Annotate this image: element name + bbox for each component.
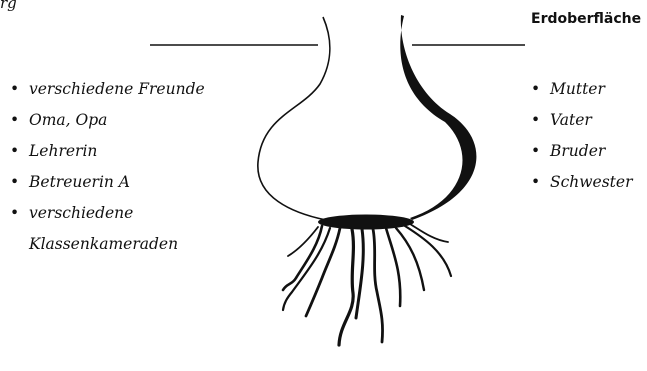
list-item-label: Bruder (550, 142, 605, 160)
list-item-label: Lehrerin (29, 142, 97, 160)
list-item: Bruder (531, 136, 633, 167)
list-item: Mutter (531, 74, 633, 105)
list-item: Vater (531, 105, 633, 136)
bulb-basal-plate (318, 215, 414, 230)
roots-icon (283, 224, 451, 345)
bulb-left-outline (258, 17, 330, 220)
list-item: verschiedene Klassenkameraden (10, 198, 205, 260)
left-people-list: verschiedene Freunde Oma, Opa Lehrerin B… (10, 74, 205, 260)
list-item: Schwester (531, 167, 633, 198)
ground-surface-label: Erdoberfläche (531, 10, 641, 28)
list-item-label-continued: Klassenkameraden (29, 229, 205, 260)
right-people-list: Mutter Vater Bruder Schwester (531, 74, 633, 198)
list-item: Lehrerin (10, 136, 205, 167)
list-item-label: Mutter (550, 80, 605, 98)
list-item-label: Vater (550, 111, 592, 129)
list-item-label: Betreuerin A (29, 173, 130, 191)
list-item: Oma, Opa (10, 105, 205, 136)
list-item: Betreuerin A (10, 167, 205, 198)
list-item-label: verschiedene (29, 198, 205, 229)
list-item-label: Schwester (550, 173, 633, 191)
list-item-label: Oma, Opa (29, 111, 107, 129)
list-item: verschiedene Freunde (10, 74, 205, 105)
list-item-label: verschiedene Freunde (29, 80, 205, 98)
